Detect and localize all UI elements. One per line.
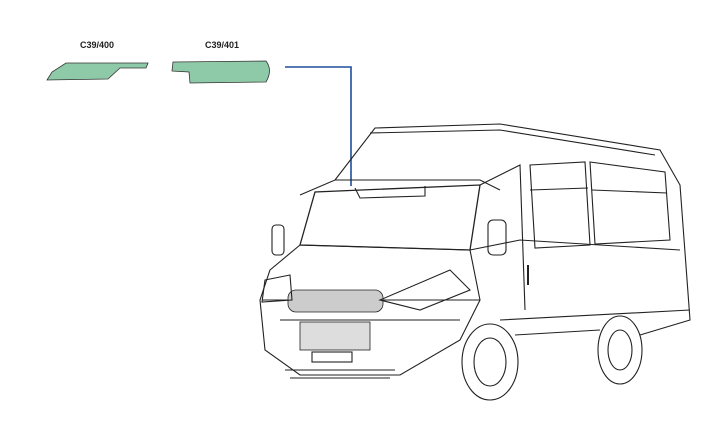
part-label-c39-401: C39/401 <box>205 40 240 50</box>
glass-part-c39-400[interactable] <box>46 62 149 81</box>
van-illustration <box>259 123 691 401</box>
leader-line <box>285 66 352 186</box>
glass-part-c39-401[interactable] <box>171 60 270 84</box>
part-label-c39-400: C39/400 <box>80 40 115 50</box>
